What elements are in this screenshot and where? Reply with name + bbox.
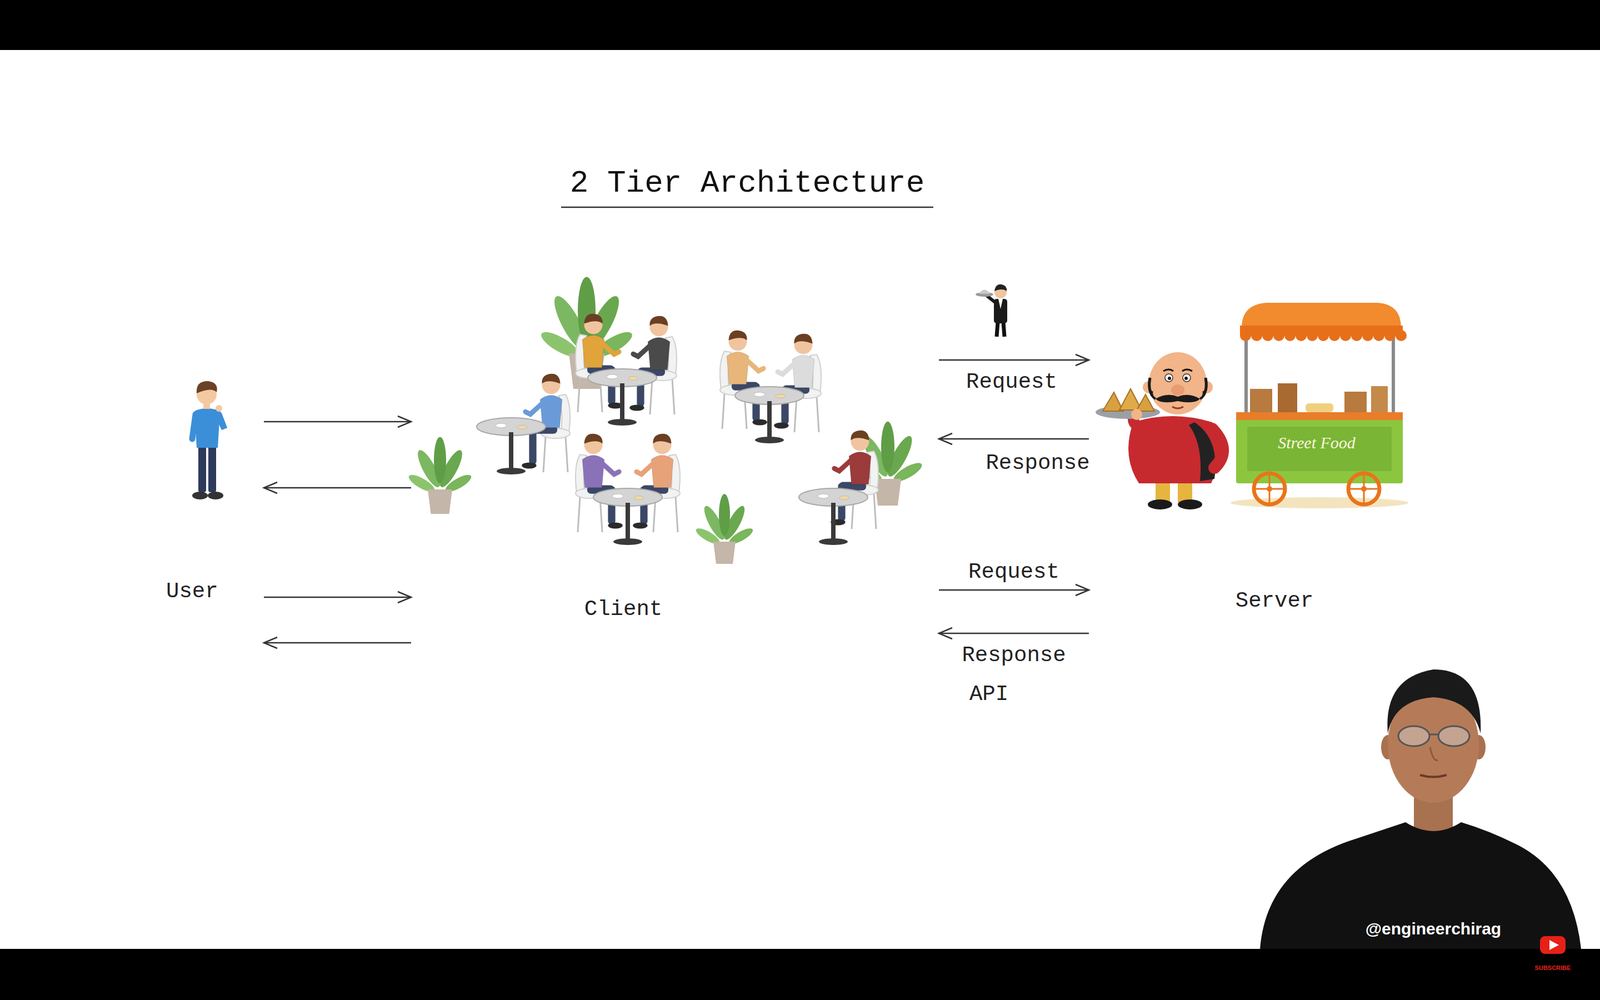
user-figure — [192, 381, 225, 500]
bottom-bar — [0, 948, 1600, 1000]
diagram-title: 2 Tier Architecture — [570, 165, 925, 203]
flow-arrow — [263, 596, 412, 599]
restaurant-illustration — [406, 276, 925, 564]
tier-label: Client — [584, 596, 663, 623]
subscribe-icon — [1540, 936, 1566, 954]
tier-label: Server — [1235, 588, 1314, 615]
edge-label: Request — [965, 559, 1063, 586]
edge-label: Response — [958, 642, 1069, 669]
flow-arrow — [938, 632, 1089, 635]
top-bar — [0, 0, 1600, 50]
waiter-figure — [975, 284, 1008, 337]
presenter-figure — [1260, 669, 1582, 949]
food-seller-figure — [1095, 352, 1223, 510]
flow-arrow — [938, 359, 1089, 362]
tier-node: User — [163, 372, 264, 617]
title-underline — [561, 206, 934, 209]
edge-label: Response — [982, 450, 1093, 477]
cart-sign: Street Food — [1277, 432, 1356, 453]
flow-arrow — [263, 421, 412, 423]
tier-node: Client — [411, 288, 939, 634]
food-cart — [1230, 302, 1409, 509]
channel-handle: @engineerchirag — [1365, 918, 1502, 939]
edge-label: Request — [962, 369, 1061, 396]
flow-arrow — [938, 589, 1089, 592]
tier-label: User — [166, 578, 219, 605]
flow-arrow — [263, 642, 412, 644]
api-label: API — [969, 681, 1009, 708]
subscribe-caption: SUBSCRIBE — [1535, 964, 1572, 972]
flow-arrow — [263, 487, 412, 489]
flow-arrow — [938, 438, 1089, 440]
tier-node: Server — [1088, 294, 1417, 617]
